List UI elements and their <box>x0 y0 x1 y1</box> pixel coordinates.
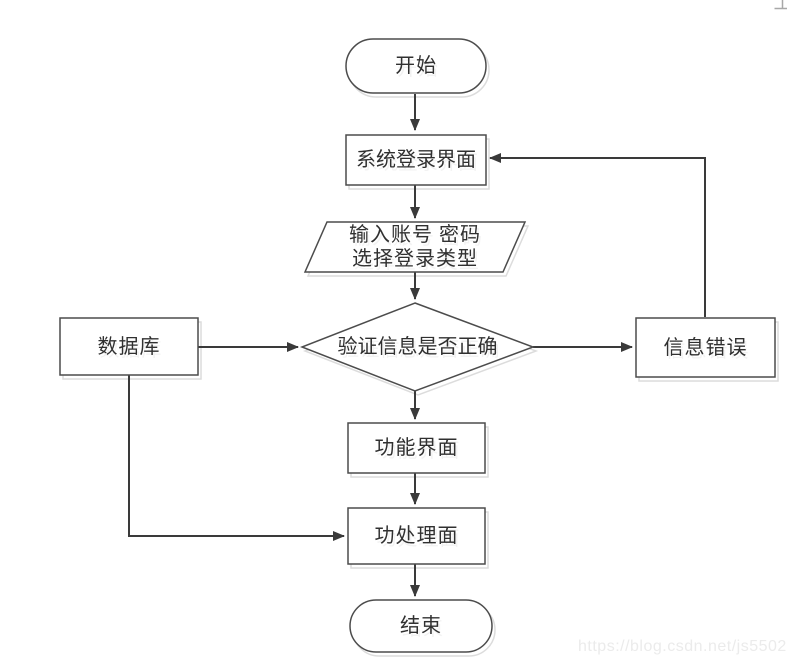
end-terminator-shape <box>349 599 493 653</box>
edge-error-login <box>489 153 706 317</box>
decision-diamond-shape <box>299 302 536 392</box>
input-io-shape <box>303 221 527 273</box>
start-terminator-shape <box>345 38 487 94</box>
error-process-shape <box>635 317 776 378</box>
corner-mark-icon <box>774 0 787 10</box>
process-process-shape <box>347 507 486 565</box>
function-process-shape <box>347 422 486 474</box>
database-process-shape <box>59 317 199 376</box>
login-process-shape <box>345 134 487 186</box>
edge-database-process <box>128 375 345 541</box>
